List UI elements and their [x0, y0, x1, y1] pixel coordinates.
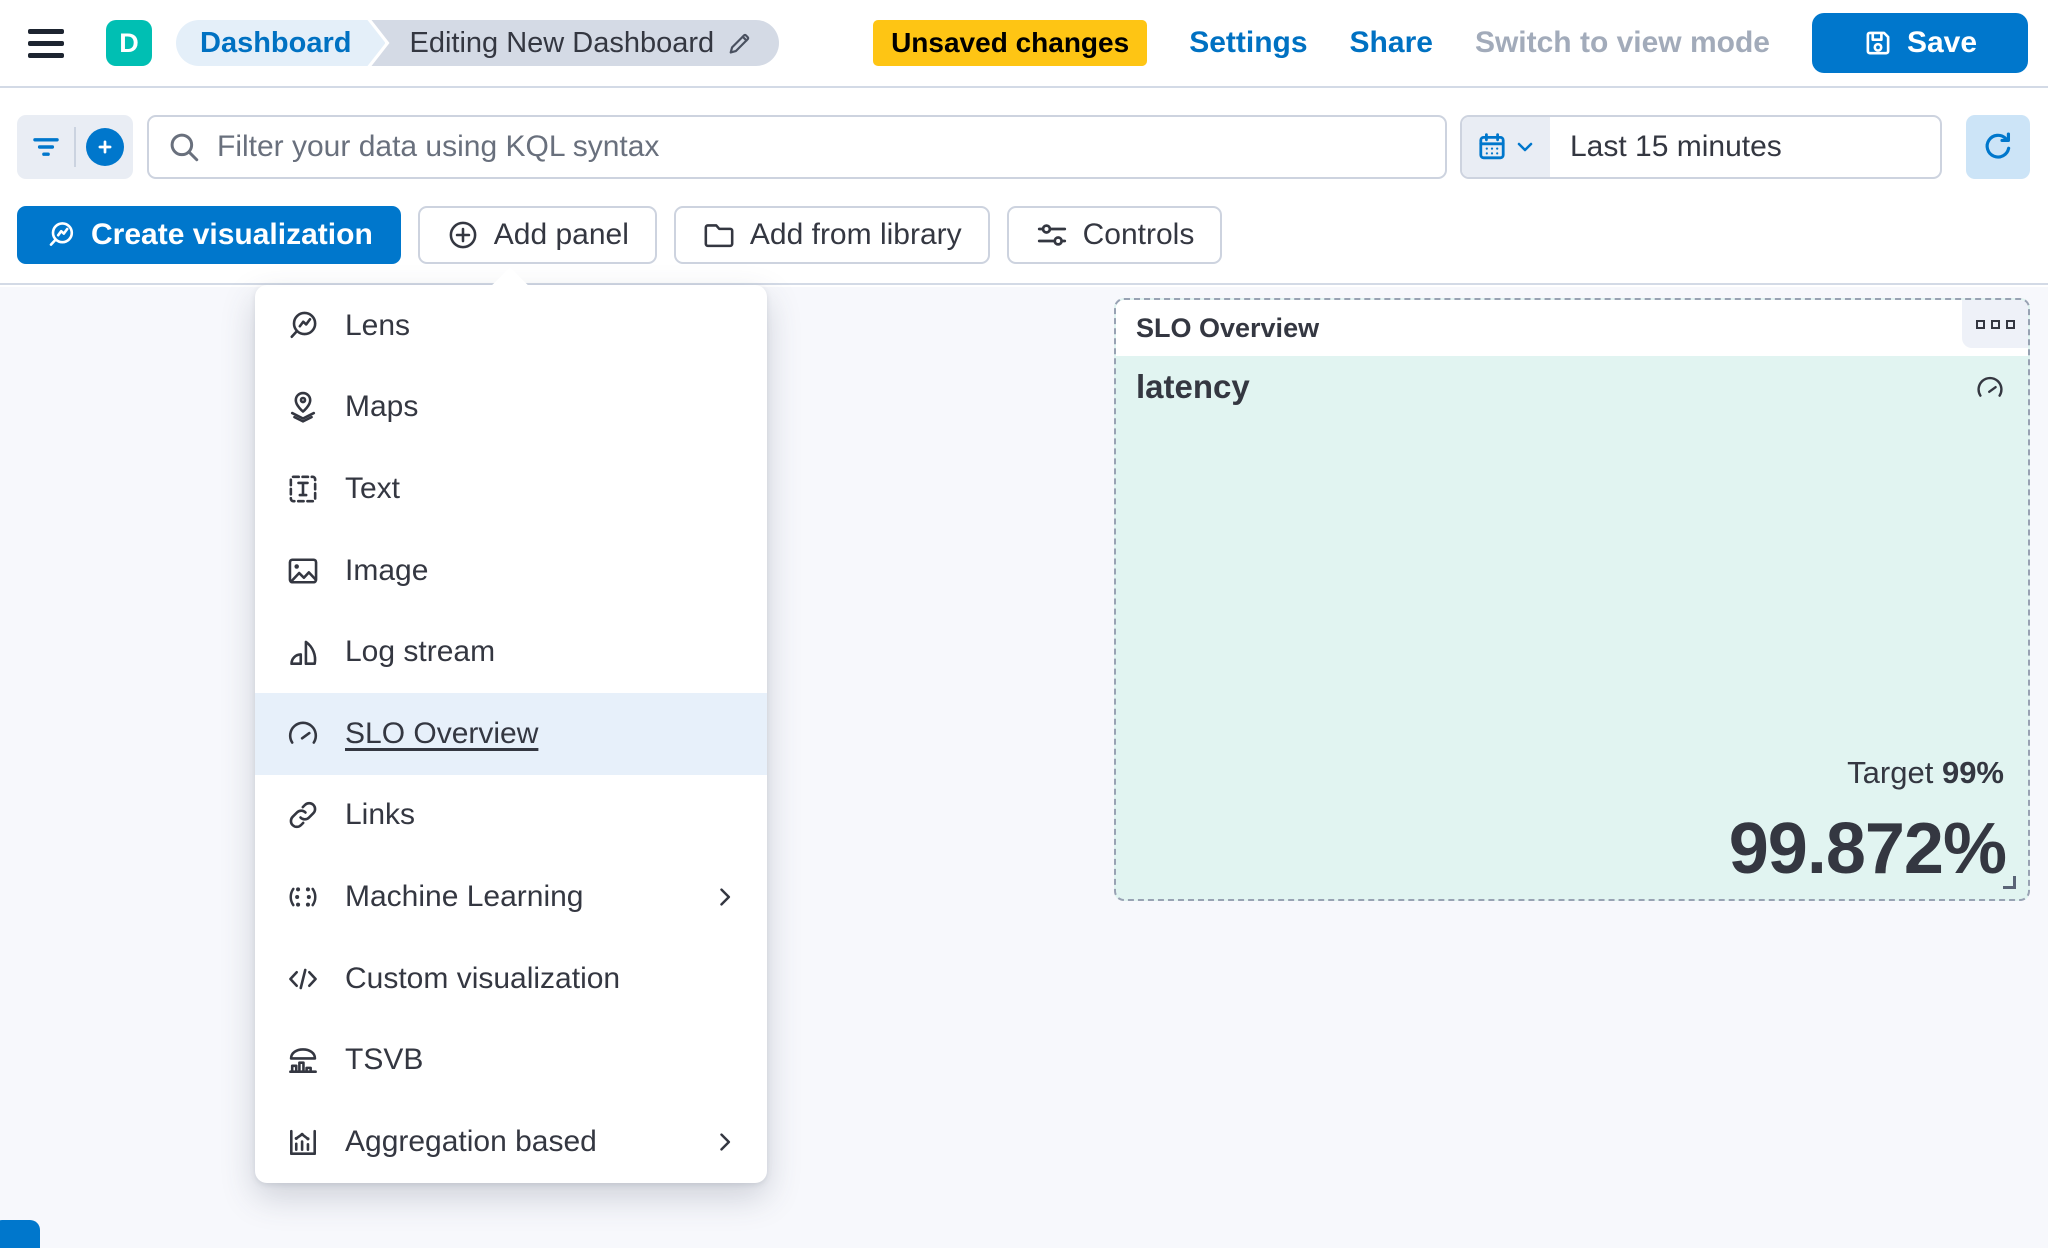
time-range-picker: Last 15 minutes: [1460, 115, 1942, 179]
tsvb-icon: [285, 1042, 321, 1078]
divider: [74, 127, 76, 167]
sliders-icon: [1035, 218, 1069, 252]
folder-icon: [702, 218, 736, 252]
save-icon: [1863, 28, 1893, 58]
panel-header: SLO Overview: [1116, 300, 2028, 356]
pencil-icon: [726, 30, 753, 57]
bottom-left-partial-button[interactable]: [0, 1220, 40, 1248]
menu-item-links[interactable]: Links: [255, 775, 767, 857]
maps-icon: [285, 389, 321, 425]
slo-metric-name: latency: [1136, 368, 1250, 405]
gauge-icon: [1974, 372, 2006, 404]
menu-item-label: TSVB: [345, 1043, 424, 1077]
breadcrumb-dashboard[interactable]: Dashboard: [176, 20, 385, 66]
switch-to-view-mode-link[interactable]: Switch to view mode: [1474, 26, 1770, 59]
code-icon: [285, 961, 321, 997]
slo-target-value: 99%: [1941, 755, 2004, 790]
top-navigation-bar: D Dashboard Editing New Dashboard Unsave…: [0, 0, 2048, 88]
log-stream-icon: [285, 634, 321, 670]
menu-item-lens[interactable]: Lens: [255, 285, 767, 367]
lens-icon: [45, 219, 77, 251]
panel-body: latency Target 99% 99.872%: [1116, 356, 2028, 899]
plus-in-circle-icon: [446, 218, 480, 252]
add-panel-menu: Lens Maps Text: [255, 285, 767, 1183]
menu-item-label: Log stream: [345, 635, 496, 669]
menu-item-label: SLO Overview: [345, 716, 539, 750]
unsaved-changes-badge: Unsaved changes: [873, 20, 1148, 66]
chevron-right-icon: [711, 1128, 739, 1156]
chevron-right-icon: [711, 883, 739, 911]
time-range-value[interactable]: Last 15 minutes: [1570, 130, 1782, 163]
menu-item-label: Aggregation based: [345, 1124, 597, 1158]
breadcrumb-current-label: Editing New Dashboard: [409, 26, 715, 59]
settings-link[interactable]: Settings: [1189, 26, 1308, 59]
save-button[interactable]: Save: [1812, 13, 2028, 73]
menu-item-maps[interactable]: Maps: [255, 367, 767, 449]
menu-item-custom-visualization[interactable]: Custom visualization: [255, 938, 767, 1020]
add-filter-button[interactable]: [76, 115, 133, 179]
create-visualization-button[interactable]: Create visualization: [17, 206, 401, 264]
slo-value: 99.872%: [1728, 809, 2007, 889]
menu-item-label: Links: [345, 798, 416, 832]
date-quick-select-button[interactable]: [1462, 117, 1550, 177]
menu-item-label: Maps: [345, 390, 419, 424]
add-from-library-button[interactable]: Add from library: [673, 206, 990, 264]
breadcrumb-current-page[interactable]: Editing New Dashboard: [371, 20, 780, 66]
menu-item-label: Image: [345, 553, 429, 587]
image-icon: [285, 553, 321, 589]
lens-icon: [285, 308, 321, 344]
calendar-icon: [1476, 131, 1508, 163]
breadcrumb: Dashboard Editing New Dashboard: [176, 20, 780, 66]
menu-item-aggregation-based[interactable]: Aggregation based: [255, 1101, 767, 1183]
add-panel-button[interactable]: Add panel: [417, 206, 657, 264]
boxes-horizontal-icon: [1975, 319, 1985, 329]
menu-item-label: Text: [345, 471, 401, 505]
plus-icon: [85, 128, 124, 166]
controls-button[interactable]: Controls: [1006, 206, 1223, 264]
menu-item-text[interactable]: Text: [255, 448, 767, 530]
space-avatar[interactable]: D: [106, 20, 152, 66]
panel-options-button[interactable]: [1962, 300, 2028, 348]
filter-menu-button[interactable]: [17, 115, 74, 179]
machine-learning-icon: [285, 879, 321, 915]
refresh-button[interactable]: [1966, 115, 2030, 179]
aggregation-icon: [285, 1124, 321, 1160]
gauge-icon: [285, 716, 321, 752]
kql-search-bar: [147, 115, 1447, 179]
menu-item-slo-overview[interactable]: SLO Overview: [255, 692, 767, 775]
menu-item-tsvb[interactable]: TSVB: [255, 1019, 767, 1101]
share-link[interactable]: Share: [1349, 26, 1433, 59]
kql-search-input[interactable]: [217, 130, 1427, 164]
menu-item-machine-learning[interactable]: Machine Learning: [255, 856, 767, 938]
menu-item-label: Custom visualization: [345, 961, 621, 995]
filter-icon: [29, 130, 63, 164]
link-icon: [285, 797, 321, 833]
menu-item-image[interactable]: Image: [255, 530, 767, 612]
slo-overview-panel: SLO Overview latency Target 99% 99.872%: [1114, 298, 2030, 901]
text-icon: [285, 471, 321, 507]
panel-title: SLO Overview: [1136, 312, 1320, 343]
slo-target: Target 99%: [1847, 755, 2004, 790]
search-icon: [167, 130, 201, 164]
chevron-down-icon: [1514, 136, 1536, 158]
menu-icon[interactable]: [28, 21, 72, 65]
filter-button-group: [17, 115, 133, 179]
menu-item-log-stream[interactable]: Log stream: [255, 611, 767, 693]
panel-resize-handle[interactable]: [2003, 876, 2016, 889]
topbar-actions: Unsaved changes Settings Share Switch to…: [873, 13, 2028, 73]
menu-item-label: Lens: [345, 308, 411, 342]
refresh-icon: [1981, 130, 2015, 164]
query-and-toolbar-block: Last 15 minutes Create visualization: [0, 90, 2048, 285]
menu-item-label: Machine Learning: [345, 879, 584, 913]
dashboard-toolbar: Create visualization Add panel Add from …: [17, 206, 1223, 264]
